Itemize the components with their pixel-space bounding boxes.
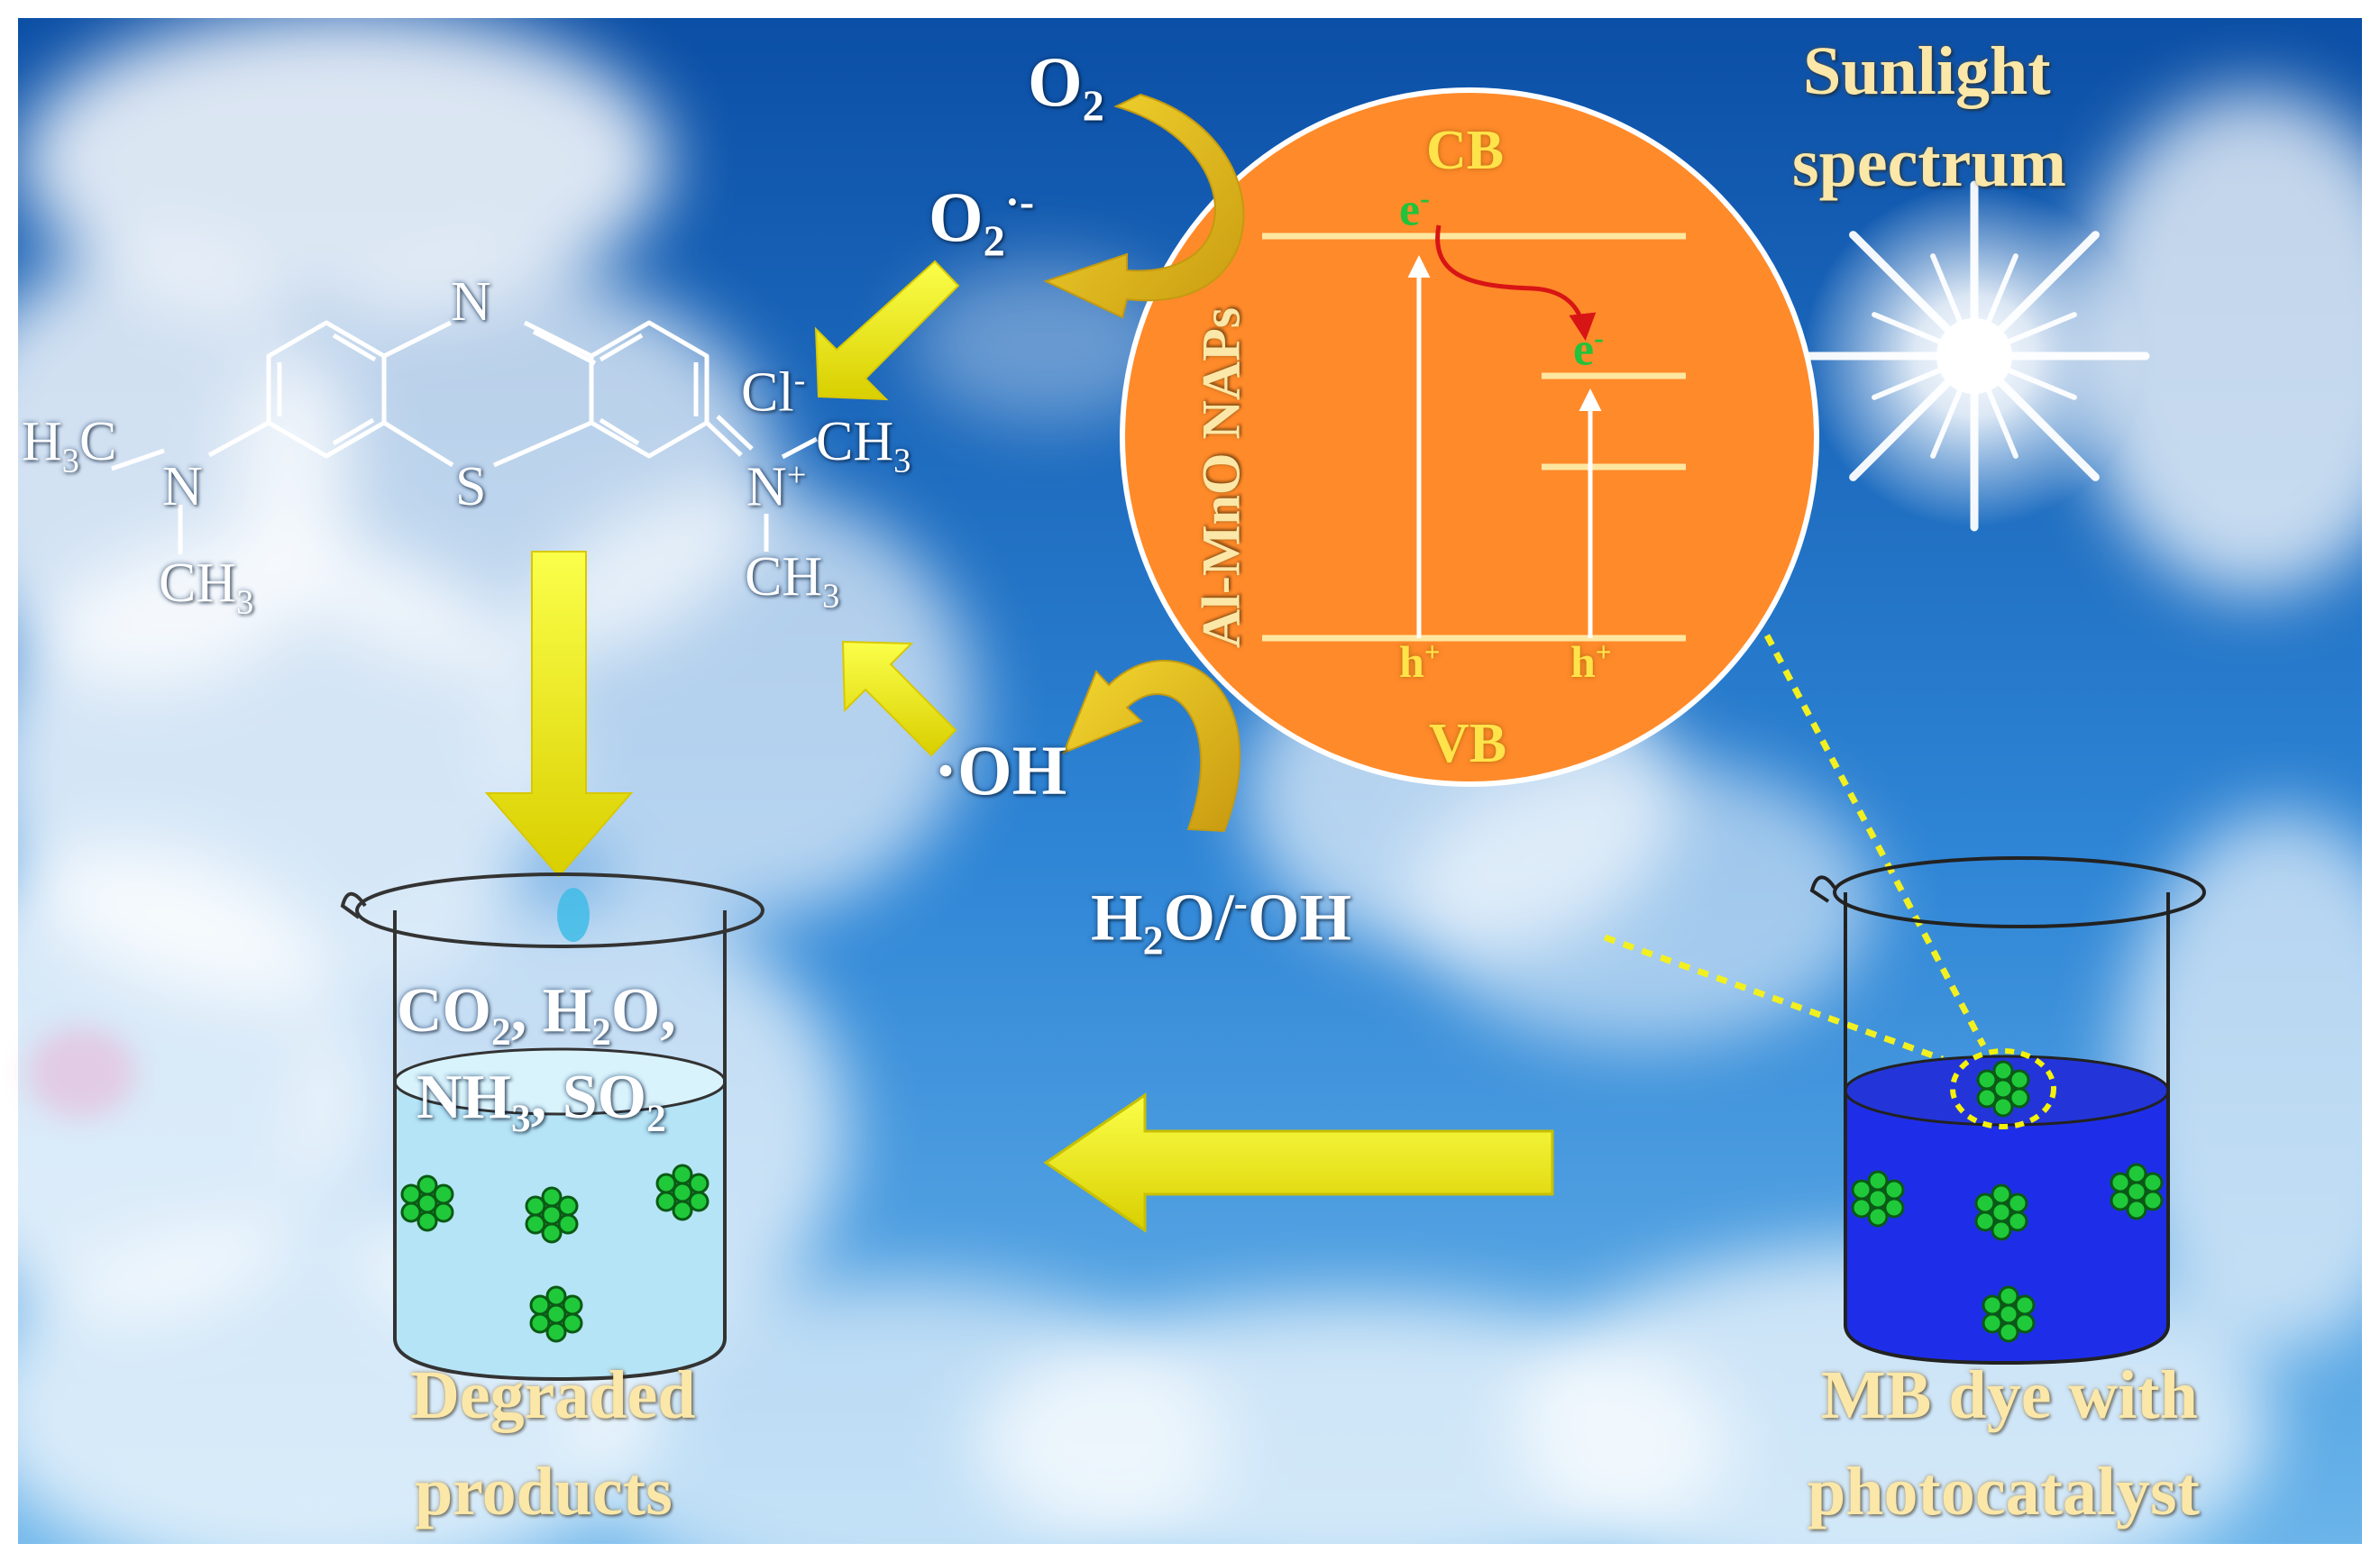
hydroxyl-dot: · (934, 731, 958, 809)
products-line1: CO2, H2O, (397, 975, 676, 1055)
products-so-sub: 2 (646, 1097, 666, 1140)
products-so: , SO (530, 1063, 647, 1132)
sun-ray (1849, 377, 1954, 481)
hydroxyl-radical-label: ·OH (934, 730, 1066, 811)
molecule-s: S (455, 456, 487, 517)
products-h: , H (510, 976, 592, 1046)
hole-left: h+ (1399, 635, 1440, 688)
hydroxide-charge: - (1233, 880, 1248, 926)
electron-cb: e- (1399, 182, 1430, 236)
beaker-mb-dye (1809, 856, 2206, 1366)
zoom-lines (1603, 634, 1987, 1063)
products-nh-sub: 3 (511, 1097, 531, 1140)
n-plus-text: N (746, 456, 787, 518)
methylene-blue-structure (111, 320, 819, 554)
water-o: O/ (1163, 881, 1234, 955)
superoxide-base: O (929, 178, 984, 256)
sun-ray (1849, 231, 1954, 335)
ch3-low-sub: 3 (822, 577, 840, 616)
caption-degraded-line2: products (415, 1454, 673, 1530)
cb-label: CB (1426, 120, 1505, 181)
molecule-ch3-right: CH3 (816, 410, 911, 480)
ch3-right-sub: 3 (893, 442, 911, 480)
sun-ray (1930, 387, 1964, 459)
electron-cb-charge: - (1420, 182, 1430, 215)
molecule-ch3-bottom: CH3 (159, 552, 253, 622)
h3c-c: C (79, 411, 117, 472)
molecule-chloride: Cl- (741, 361, 805, 425)
products-o: O, (610, 976, 676, 1046)
ch3-low-text: CH (745, 546, 823, 607)
hole-right-symbol: h (1570, 636, 1596, 687)
caption-mb-line1: MB dye with (1821, 1357, 2198, 1433)
h3c-h: H (22, 411, 62, 472)
sun-ray (1872, 367, 1944, 400)
sun-ray (1985, 253, 2018, 325)
caption-degraded-line1: Degraded (410, 1357, 696, 1433)
n-plus-charge: + (786, 456, 807, 494)
hole-left-charge: + (1423, 635, 1441, 668)
molecule-h3c: H3C (22, 410, 116, 480)
oxygen-label: O2 (1028, 41, 1104, 132)
beaker-degraded (340, 872, 764, 1382)
hydroxyl-text: OH (957, 731, 1067, 809)
caption-mb-line2: photocatalyst (1808, 1454, 2200, 1530)
molecule-n-top: N (451, 271, 491, 333)
sunlight-label-line2: spectrum (1792, 125, 2066, 201)
electron-trap-symbol: e (1573, 324, 1595, 376)
arrow-to-dye-top (814, 260, 960, 401)
superoxide-sub: 2 (983, 217, 1005, 266)
hole-left-symbol: h (1399, 636, 1424, 687)
h3c-sub: 3 (61, 442, 79, 480)
chloride-text: Cl (741, 361, 794, 424)
oxygen-base: O (1028, 42, 1083, 121)
sun-ray (1995, 377, 2100, 481)
sun (1799, 180, 2150, 532)
arrow-down-degradation (484, 551, 634, 878)
sun-ray (2005, 312, 2077, 345)
water-sub: 2 (1142, 917, 1164, 964)
electron-trap-charge: - (1594, 322, 1604, 354)
electron-cb-symbol: e (1399, 184, 1421, 236)
oxygen-sub: 2 (1082, 82, 1104, 131)
sun-ray (1930, 253, 1964, 325)
clouds (0, 9, 2380, 1562)
arrow-left-process (1043, 1092, 1554, 1233)
products-h-sub: 2 (591, 1010, 611, 1054)
sun-ray (2005, 367, 2077, 400)
sun-ray (1872, 312, 1944, 345)
chloride-charge: - (793, 361, 806, 399)
electron-trap: e- (1573, 322, 1604, 376)
molecule-n-plus: N+ (746, 455, 806, 520)
molecule-ch3-low: CH3 (745, 545, 839, 616)
curved-arrow-hydroxyl (1062, 660, 1241, 833)
sunlight-label-line1: Sunlight (1803, 33, 2051, 109)
catalyst-label: Al-MnO NAPs (1191, 306, 1251, 649)
vb-label: VB (1429, 713, 1507, 774)
hydroxide-oh: OH (1247, 881, 1352, 955)
products-nh: NH (416, 1063, 511, 1132)
water-hydroxide-label: H2O/-OH (1091, 879, 1351, 964)
sun-ray (1995, 231, 2100, 335)
products-co-sub: 2 (491, 1010, 511, 1054)
ch3-bottom-sub: 3 (236, 583, 254, 622)
superoxide-label: O2·- (929, 177, 1034, 267)
products-co: CO (397, 976, 491, 1046)
sun-ray (1985, 387, 2018, 459)
curved-arrow-oxygen (1043, 93, 1245, 319)
ch3-right-text: CH (816, 411, 894, 472)
water-h: H (1091, 881, 1143, 955)
molecule-n-left: N (162, 456, 203, 517)
hole-right: h+ (1570, 635, 1611, 688)
hole-right-charge: + (1595, 635, 1612, 668)
arrow-to-dye-bottom (841, 640, 957, 757)
ch3-bottom-text: CH (159, 553, 237, 614)
band-gap-circle (1120, 87, 1819, 787)
products-line2: NH3, SO2 (416, 1062, 666, 1141)
superoxide-charge: ·- (1004, 178, 1035, 226)
